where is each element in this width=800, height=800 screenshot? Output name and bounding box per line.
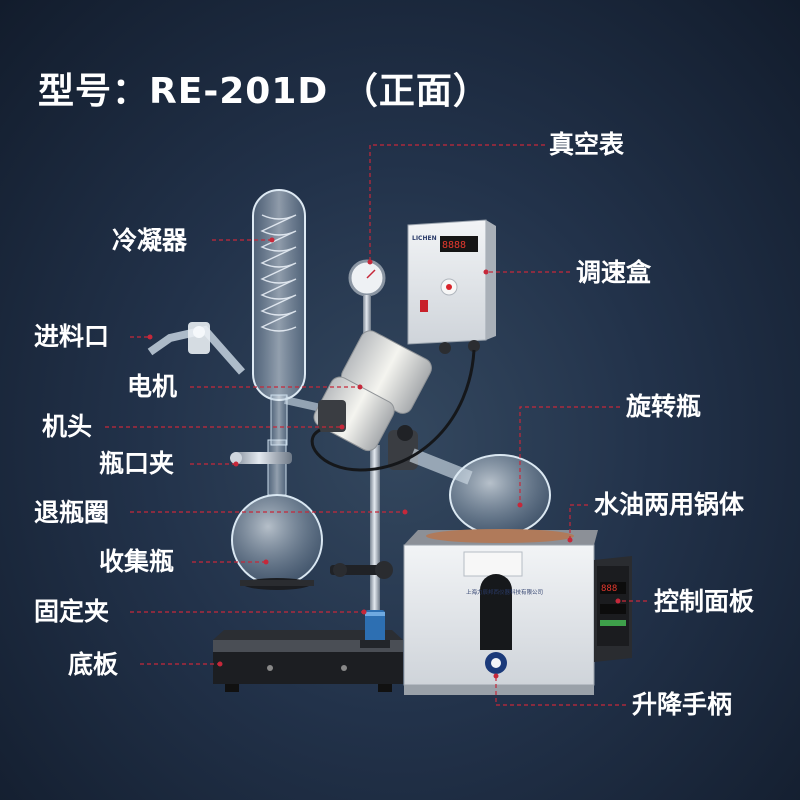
label-rotary-flask: 旋转瓶 [626,392,702,421]
label-receiving-flask: 收集瓶 [99,547,175,576]
leader-lines [105,144,647,706]
controller-display: 888 [601,584,617,594]
label-condenser: 冷凝器 [112,226,188,255]
vacuum-gauge [348,259,386,335]
vacuum-hose [310,349,476,472]
label-vacuum-gauge: 真空表 [549,130,625,159]
model-title: 型号：RE-201D （正面） [38,71,490,112]
flask-clip-hardware [230,452,292,464]
label-speed-box: 调速盒 [576,258,652,287]
fixed-clamp [330,561,393,579]
label-fixed-clamp: 固定夹 [34,597,110,626]
bath-nameplate: 上海力辰邦西仪器科技有限公司 [466,588,543,596]
control-panel-unit [594,556,632,662]
label-flask-clip: 瓶口夹 [99,449,175,478]
motor-head-assembly [313,330,432,470]
speed-controller-box [407,219,496,354]
rotary-flask [409,448,551,536]
label-control-panel: 控制面板 [654,587,755,616]
label-motor: 电机 [127,372,178,401]
label-bath: 水油两用锅体 [594,490,745,519]
speed-box-brand: LICHEN [412,235,437,242]
label-base-plate: 底板 [68,650,119,679]
water-oil-bath [403,529,598,695]
feed-inlet-valve [147,322,246,375]
base-plate [213,630,403,692]
speed-display: 8888 [442,240,466,251]
support-column [360,445,390,648]
label-feed-inlet: 进料口 [34,322,110,351]
label-head: 机头 [42,412,93,441]
label-eject-ring: 退瓶圈 [34,498,110,527]
label-lift-handle: 升降手柄 [632,690,733,719]
condenser [252,189,331,446]
